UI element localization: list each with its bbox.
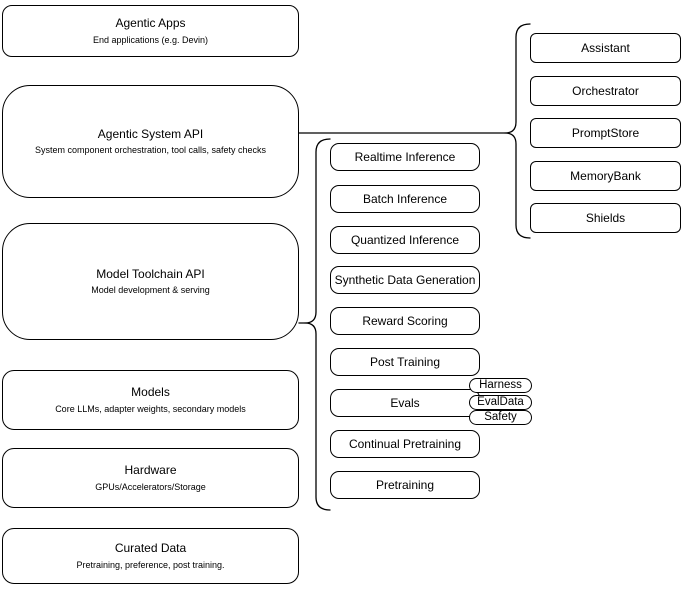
node-agentic-apps: Agentic Apps End applications (e.g. Devi…: [2, 5, 299, 57]
node-label: Shields: [585, 211, 626, 225]
node-subtitle: Core LLMs, adapter weights, secondary mo…: [55, 403, 246, 414]
node-label: Reward Scoring: [362, 314, 448, 328]
node-memorybank: MemoryBank: [530, 161, 681, 191]
node-title: Curated Data: [114, 541, 187, 556]
node-evals: Evals: [330, 389, 480, 417]
tag-label: Safety: [484, 410, 517, 423]
node-reward-scoring: Reward Scoring: [330, 307, 480, 335]
node-curated-data: Curated Data Pretraining, preference, po…: [2, 528, 299, 584]
node-batch-inference: Batch Inference: [330, 185, 480, 213]
node-models: Models Core LLMs, adapter weights, secon…: [2, 370, 299, 430]
tag-harness: Harness: [469, 378, 532, 393]
node-pretraining: Pretraining: [330, 471, 480, 499]
node-continual-pretraining: Continual Pretraining: [330, 430, 480, 458]
node-label: MemoryBank: [570, 169, 641, 183]
node-label: Quantized Inference: [350, 233, 460, 247]
node-title: Hardware: [124, 463, 177, 478]
node-subtitle: End applications (e.g. Devin): [92, 34, 209, 45]
node-hardware: Hardware GPUs/Accelerators/Storage: [2, 448, 299, 508]
system-bracket: [504, 23, 531, 239]
node-label: Pretraining: [375, 478, 435, 492]
tag-safety: Safety: [469, 410, 532, 425]
tag-label: Harness: [479, 378, 522, 391]
node-model-toolchain-api: Model Toolchain API Model development & …: [2, 223, 299, 340]
node-promptstore: PromptStore: [530, 118, 681, 148]
node-title: Model Toolchain API: [96, 266, 205, 281]
node-title: Agentic Apps: [115, 16, 186, 31]
tag-evaldata: EvalData: [469, 395, 532, 410]
node-label: PromptStore: [571, 126, 640, 140]
node-post-training: Post Training: [330, 348, 480, 376]
node-title: Agentic System API: [97, 126, 204, 141]
node-label: Synthetic Data Generation: [334, 273, 476, 287]
node-realtime-inference: Realtime Inference: [330, 143, 480, 171]
node-label: Post Training: [369, 355, 441, 369]
node-orchestrator: Orchestrator: [530, 76, 681, 106]
node-synthetic-data-generation: Synthetic Data Generation: [330, 266, 480, 294]
node-label: Assistant: [581, 41, 630, 55]
node-agentic-system-api: Agentic System API System component orch…: [2, 85, 299, 198]
node-label: Evals: [390, 396, 420, 410]
node-label: Orchestrator: [572, 84, 639, 98]
node-shields: Shields: [530, 203, 681, 233]
node-quantized-inference: Quantized Inference: [330, 226, 480, 254]
node-subtitle: Pretraining, preference, post training.: [76, 559, 225, 570]
node-subtitle: GPUs/Accelerators/Storage: [95, 481, 206, 492]
node-subtitle: Model development & serving: [91, 285, 210, 296]
node-title: Models: [131, 385, 170, 400]
toolchain-bracket: [304, 138, 331, 511]
node-subtitle: System component orchestration, tool cal…: [34, 145, 267, 156]
node-label: Batch Inference: [362, 192, 448, 206]
node-label: Continual Pretraining: [348, 437, 462, 451]
node-label: Realtime Inference: [354, 150, 456, 164]
tag-label: EvalData: [477, 395, 524, 408]
node-assistant: Assistant: [530, 33, 681, 63]
